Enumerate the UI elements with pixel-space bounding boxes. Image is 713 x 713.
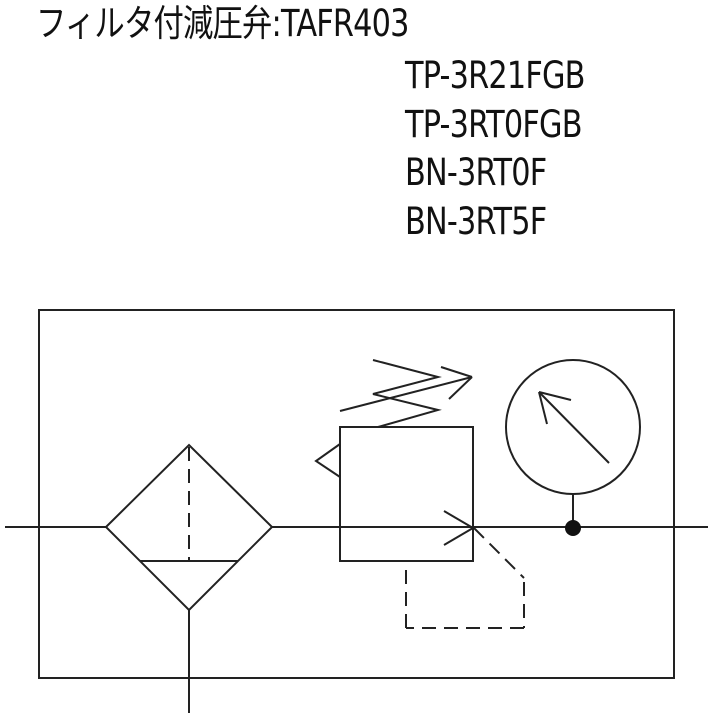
product-model: TAFR403	[280, 2, 409, 45]
adjustable-arrow-icon	[339, 366, 473, 412]
model-item: TP-3RT0FGB	[405, 102, 583, 146]
model-item: BN-3RT0F	[405, 151, 547, 194]
title-separator: :	[271, 2, 282, 45]
pressure-gauge-icon	[505, 359, 641, 536]
unit-enclosure	[38, 309, 675, 679]
pilot-line	[405, 527, 525, 629]
filter-icon	[104, 443, 274, 713]
junction-dot	[565, 520, 581, 536]
model-item: BN-3RT5F	[405, 199, 547, 243]
relief-port-icon	[314, 443, 341, 478]
regulator-icon	[314, 359, 525, 629]
model-item: TP-3R21FGB	[405, 54, 586, 97]
spring-icon	[372, 359, 442, 428]
product-type-label: フィルタ付減圧弁	[36, 2, 272, 45]
compatible-models-list: TP-3R21FGB TP-3RT0FGB BN-3RT0F BN-3RT5F	[405, 52, 624, 246]
product-title: フィルタ付減圧弁:TAFR403	[36, 2, 409, 46]
